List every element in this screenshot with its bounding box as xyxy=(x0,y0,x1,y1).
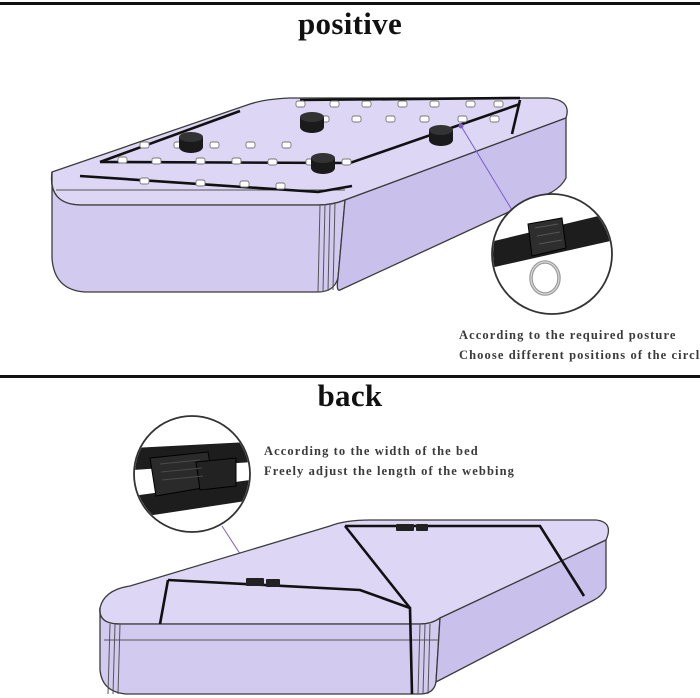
top-caption-line-2: Choose different positions of the circle xyxy=(459,348,700,362)
back-corner-seams xyxy=(104,623,438,695)
zoom-circle-buckle xyxy=(133,415,251,533)
bottom-caption-line-2: Freely adjust the length of the webbing xyxy=(264,464,515,478)
strap-buckles xyxy=(246,524,428,587)
back-title: back xyxy=(317,378,383,413)
positive-title: positive xyxy=(297,6,402,41)
pointer-line-top xyxy=(458,123,513,211)
top-caption: According to the required posture Choose… xyxy=(459,325,700,365)
top-divider xyxy=(0,2,700,5)
middle-divider xyxy=(0,375,700,378)
top-caption-line-1: According to the required posture xyxy=(459,328,677,342)
bottom-caption-line-1: According to the width of the bed xyxy=(264,444,479,458)
zoom-circle-d-ring xyxy=(491,193,613,315)
mattress-side-face xyxy=(336,117,567,291)
mattress-back-side-face xyxy=(435,538,607,684)
cuff-knobs xyxy=(179,112,453,174)
mattress-top-illustration xyxy=(50,96,613,315)
mattress-back-illustration xyxy=(99,415,610,695)
bottom-caption: According to the width of the bed Freely… xyxy=(264,441,515,481)
d-ring-loops xyxy=(117,100,504,190)
